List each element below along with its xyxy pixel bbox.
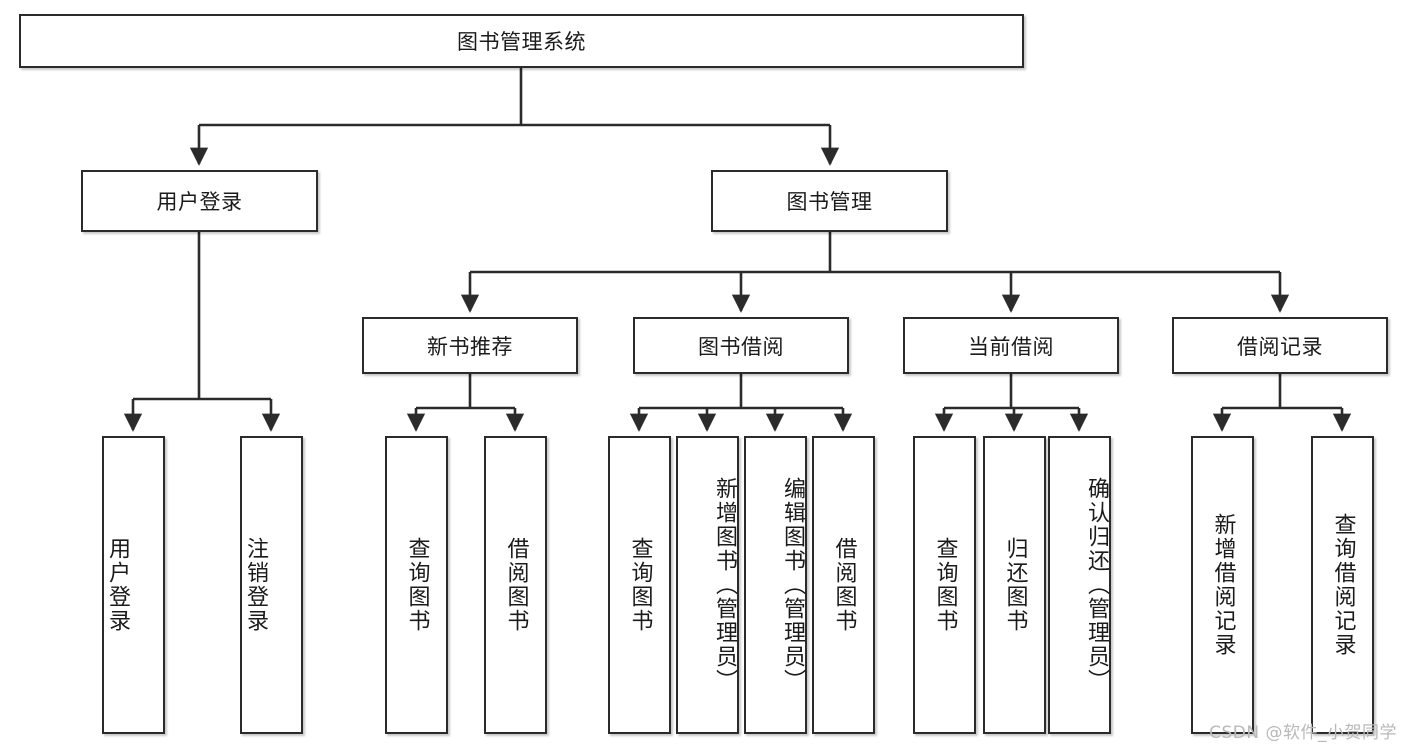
node-book-management[interactable]: 图书管理: [711, 170, 948, 232]
leaf-borrow-book-newbook[interactable]: 借阅图书: [484, 436, 547, 734]
node-book-borrow-label: 图书借阅: [698, 334, 784, 359]
leaf-query-borrow-record[interactable]: 查询借阅记录: [1311, 436, 1374, 734]
leaf-add-borrow-record[interactable]: 新增借阅记录: [1191, 436, 1254, 734]
leaf-add-borrow-record-label: 新增借阅记录: [1210, 513, 1236, 657]
leaf-query-book-borrow-label: 查询图书: [627, 537, 653, 633]
node-book-management-label: 图书管理: [786, 190, 873, 214]
node-current-borrow[interactable]: 当前借阅: [903, 317, 1119, 374]
leaf-add-book-admin-label: 新增图书（管理员）: [712, 477, 737, 693]
leaf-edit-book-admin-label: 编辑图书（管理员）: [780, 477, 805, 693]
csdn-watermark: CSDN @软件_小贺同学: [1209, 723, 1397, 743]
leaf-logout-label: 注销登录: [242, 537, 268, 633]
leaf-user-login-label: 用户登录: [104, 537, 130, 633]
leaf-query-book-newbook[interactable]: 查询图书: [385, 436, 448, 734]
leaf-logout[interactable]: 注销登录: [240, 436, 303, 734]
leaf-return-book-label: 归还图书: [1002, 537, 1028, 633]
node-user-login[interactable]: 用户登录: [81, 170, 318, 232]
leaf-add-book-admin[interactable]: 新增图书（管理员）: [676, 436, 739, 734]
node-borrow-record[interactable]: 借阅记录: [1172, 317, 1388, 374]
leaf-borrow-book[interactable]: 借阅图书: [812, 436, 875, 734]
leaf-borrow-book-label: 借阅图书: [831, 537, 857, 633]
node-root[interactable]: 图书管理系统: [19, 14, 1024, 68]
leaf-query-book-newbook-label: 查询图书: [404, 537, 430, 633]
leaf-user-login[interactable]: 用户登录: [102, 436, 165, 734]
node-user-login-label: 用户登录: [156, 190, 243, 214]
node-book-borrow[interactable]: 图书借阅: [633, 317, 849, 374]
leaf-return-book[interactable]: 归还图书: [983, 436, 1046, 734]
leaf-query-book-current-label: 查询图书: [932, 537, 958, 633]
leaf-borrow-book-newbook-label: 借阅图书: [503, 537, 529, 633]
leaf-query-book-current[interactable]: 查询图书: [913, 436, 976, 734]
node-new-book-recommend[interactable]: 新书推荐: [362, 317, 578, 374]
node-new-book-recommend-label: 新书推荐: [427, 334, 513, 359]
leaf-confirm-return-admin[interactable]: 确认归还（管理员）: [1048, 436, 1111, 734]
leaf-query-book-borrow[interactable]: 查询图书: [608, 436, 671, 734]
node-current-borrow-label: 当前借阅: [968, 334, 1054, 359]
node-root-label: 图书管理系统: [457, 30, 586, 54]
leaf-edit-book-admin[interactable]: 编辑图书（管理员）: [744, 436, 807, 734]
leaf-confirm-return-admin-label: 确认归还（管理员）: [1084, 477, 1109, 693]
leaf-query-borrow-record-label: 查询借阅记录: [1330, 513, 1356, 657]
node-borrow-record-label: 借阅记录: [1237, 334, 1323, 359]
